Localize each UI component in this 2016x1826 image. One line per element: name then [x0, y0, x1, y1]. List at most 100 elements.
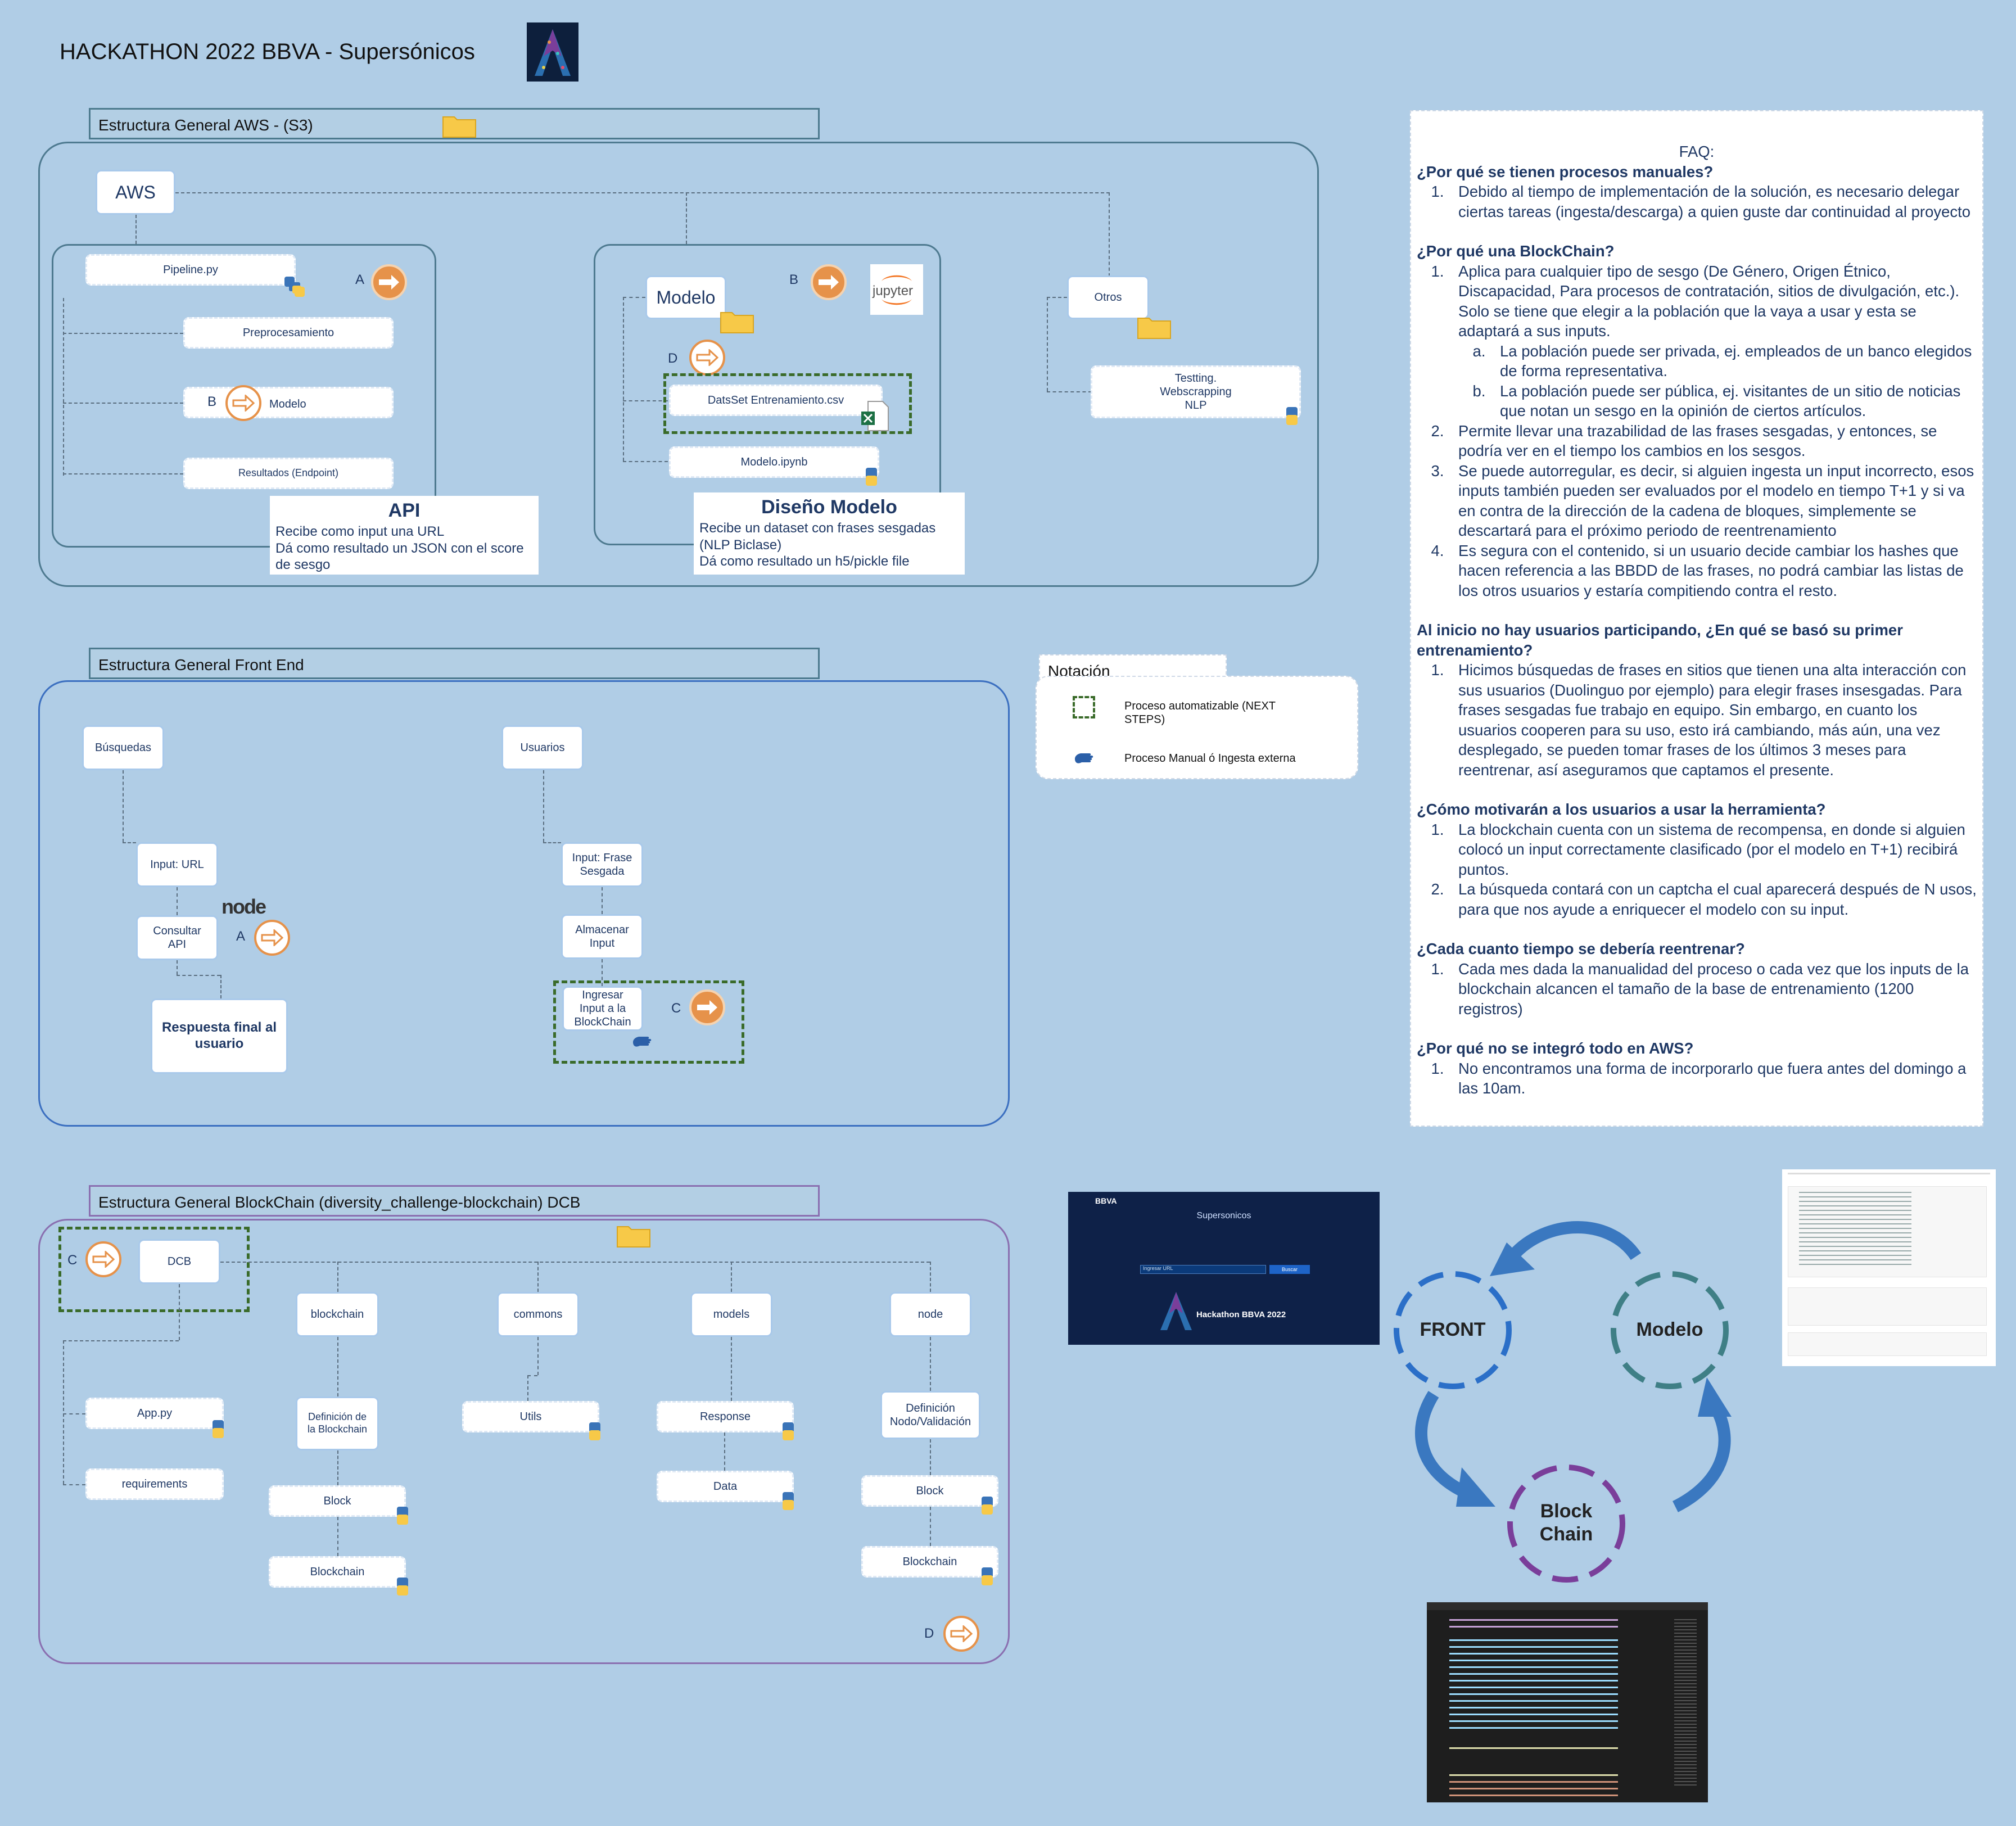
faq-q2: ¿Por qué una BlockChain?	[1417, 242, 1615, 260]
faq-q2-a4: Es segura con el contenido, si un usuari…	[1458, 541, 1964, 599]
faq-q4-a2: La búsqueda contará con un captcha el cu…	[1458, 880, 1977, 918]
faq-q5-a1: Cada mes dada la manualidad del proceso …	[1458, 960, 1969, 1018]
folder-icon	[1137, 318, 1171, 339]
dataset-node: DatsSet Entrenamiento.csv	[669, 385, 883, 416]
blockchain-section-box	[38, 1219, 1010, 1664]
faq-q5: ¿Cada cuanto tiempo se debería reentrena…	[1417, 940, 1745, 957]
usuarios-node: Usuarios	[501, 725, 584, 770]
blockchain-folder-node: blockchain	[296, 1292, 379, 1337]
web-title: Supersonicos	[1196, 1211, 1251, 1221]
api-description: API Recibe como input una URL Dá como re…	[270, 496, 539, 575]
front-section-label: Estructura General Front End	[89, 648, 820, 679]
arrow-right-icon	[689, 340, 725, 376]
python-icon	[1286, 407, 1298, 425]
faq-q6: ¿Por qué no se integró todo en AWS?	[1417, 1039, 1694, 1057]
aws-root-node: AWS	[96, 170, 175, 215]
bc-blockchain-node: Blockchain	[269, 1556, 406, 1588]
faq-q3-a1: Hicimos búsquedas de frases en sitios qu…	[1458, 661, 1967, 779]
automatizable-frame	[58, 1227, 250, 1312]
automatizable-frame	[663, 373, 912, 434]
node-folder-node: node	[889, 1292, 971, 1337]
python-icon	[783, 1422, 794, 1440]
utils-node: Utils	[462, 1401, 599, 1432]
page-title: HACKATHON 2022 BBVA - Supersónicos	[60, 39, 475, 64]
diseno-description: Diseño Modelo Recibe un dataset con fras…	[694, 492, 965, 575]
modelo-item-node: B Modelo	[183, 385, 394, 421]
python-icon	[589, 1422, 600, 1440]
otros-node: Otros	[1067, 275, 1149, 319]
python-icon	[982, 1497, 993, 1515]
python-icon	[982, 1567, 993, 1585]
web-search-button[interactable]: Buscar	[1269, 1265, 1310, 1274]
faq-q2-a1: Aplica para cualquier tipo de sesgo (De …	[1458, 262, 1960, 340]
diseno-line-3: Dá como resultado un h5/pickle file	[699, 554, 910, 569]
busquedas-node: Búsquedas	[82, 725, 164, 770]
arrow-right-icon	[371, 264, 407, 300]
api-sub-box	[52, 244, 436, 548]
bc-block-node: Block	[269, 1485, 406, 1517]
bbva-brand: BBVA	[1095, 1196, 1117, 1205]
definicion-blockchain-node: Definición de la Blockchain	[296, 1396, 379, 1450]
python-icon	[397, 1507, 408, 1525]
folder-icon	[617, 1226, 650, 1248]
arrow-right-icon	[811, 264, 847, 300]
marker-c: C	[671, 1001, 681, 1016]
respuesta-node: Respuesta final al usuario	[151, 998, 288, 1074]
code-editor-preview	[1427, 1602, 1708, 1802]
faq-q2-a3: Se puede autorregular, es decir, si algu…	[1458, 462, 1974, 540]
blockchain-section-label: Estructura General BlockChain (diversity…	[89, 1185, 820, 1217]
python-icon	[397, 1578, 408, 1596]
faq-q2-a1a: La población puede ser privada, ej. empl…	[1500, 342, 1972, 380]
notebook-preview	[1782, 1169, 1996, 1366]
excel-icon	[861, 401, 889, 431]
faq-q6-a1: No encontramos una forma de incorporarlo…	[1458, 1059, 1967, 1097]
marker-d: D	[924, 1626, 934, 1641]
faq-q4-a1: La blockchain cuenta con un sistema de r…	[1458, 820, 1965, 878]
testing-node: Testting. Webscrapping NLP	[1091, 365, 1301, 418]
faq-title: FAQ:	[1679, 143, 1715, 160]
dcb-node: DCB	[138, 1239, 220, 1284]
hackathon-logo	[1160, 1292, 1192, 1330]
api-title: API	[388, 500, 421, 521]
marker-c: C	[67, 1253, 78, 1268]
aws-section-box	[38, 142, 1319, 587]
notation-auto: Proceso automatizable (NEXT STEPS)	[1124, 700, 1276, 726]
faq-panel: FAQ: ¿Por qué se tienen procesos manuale…	[1410, 110, 1983, 1127]
api-line-3: de sesgo	[275, 557, 331, 572]
cycle-blockchain-label: Block Chain	[1539, 1500, 1593, 1545]
jupyter-logo: jupyter	[870, 264, 923, 315]
web-app-preview: BBVA Supersonicos Ingresar URL Buscar Ha…	[1068, 1192, 1380, 1345]
automatizable-frame	[553, 980, 744, 1064]
diseno-line-2: (NLP Biclase)	[699, 537, 782, 553]
notation-manual: Proceso Manual ó Ingesta externa	[1124, 752, 1296, 765]
web-footer: Hackathon BBVA 2022	[1196, 1310, 1286, 1319]
cycle-front-label: FRONT	[1420, 1319, 1486, 1340]
arrow-right-icon	[85, 1241, 121, 1277]
python-icon	[213, 1420, 224, 1438]
cycle-diagram	[1394, 1221, 1732, 1583]
faq-q3: Al inicio no hay usuarios participando, …	[1417, 621, 1903, 659]
arrow-right-icon	[225, 385, 261, 421]
faq-q1-a1: Debido al tiempo de implementación de la…	[1458, 183, 1971, 220]
api-line-1: Recibe como input una URL	[275, 524, 445, 540]
manual-hand-icon	[633, 1037, 652, 1047]
folder-icon	[720, 312, 754, 333]
web-url-input[interactable]: Ingresar URL	[1140, 1265, 1266, 1274]
commons-node: commons	[497, 1292, 579, 1337]
response-node: Response	[657, 1401, 794, 1432]
arrow-right-icon	[254, 920, 290, 956]
modelo-item-label: Modelo	[269, 398, 306, 410]
modelo-ipynb-node: Modelo.ipynb	[669, 446, 879, 478]
models-node: models	[690, 1292, 772, 1337]
ingresar-node: Ingresar Input a la BlockChain	[562, 986, 643, 1031]
input-url-node: Input: URL	[136, 842, 218, 887]
jupyter-text: jupyter	[873, 283, 914, 299]
cycle-modelo-label: Modelo	[1636, 1319, 1703, 1340]
front-section-box	[38, 680, 1010, 1127]
python-icon	[284, 277, 305, 297]
pipeline-node: Pipeline.py	[85, 254, 296, 286]
arrow-right-icon	[689, 989, 725, 1025]
consultar-api-node: Consultar API	[136, 915, 218, 960]
faq-q1: ¿Por qué se tienen procesos manuales?	[1417, 162, 1714, 180]
marker-b: B	[789, 272, 799, 287]
